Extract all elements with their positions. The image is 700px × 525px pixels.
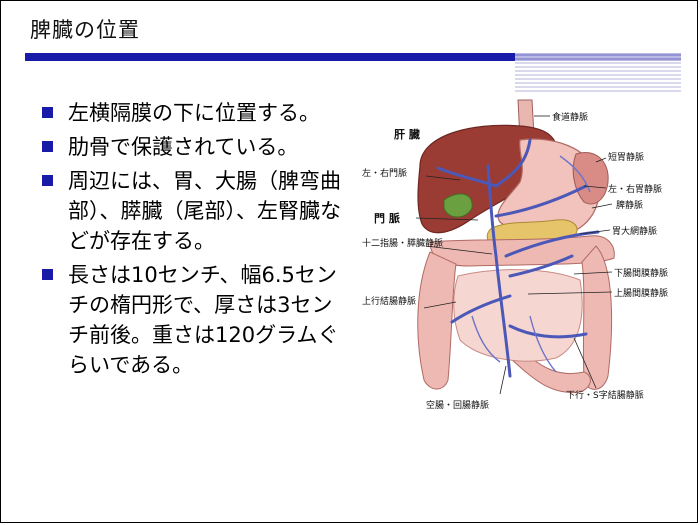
bullet-square-icon — [42, 269, 53, 280]
bullet-square-icon — [42, 107, 53, 118]
label-superior-mesenteric: 上腸間膜静脈 — [614, 287, 668, 299]
label-jejunal-ileal: 空腸・回腸静脈 — [426, 399, 489, 411]
label-left-right-portal: 左・右門脈 — [362, 167, 407, 179]
label-gastroepiploic: 胃大網静脈 — [612, 225, 657, 237]
label-short-gastric-veins: 短胃静脈 — [608, 151, 644, 163]
slide-title: 脾臓の位置 — [30, 18, 140, 42]
label-liver: 肝 臓 — [394, 127, 420, 141]
bullet-item: 左横隔膜の下に位置する。 — [40, 98, 350, 128]
bullet-item: 肋骨で保護されている。 — [40, 132, 350, 162]
bullet-square-icon — [42, 141, 53, 152]
label-inferior-mesenteric: 下腸間膜静脈 — [614, 267, 668, 279]
label-duodenal-pancreatic: 十二指腸・膵臓静脈 — [362, 237, 443, 249]
bullet-list: 左横隔膜の下に位置する。 肋骨で保護されている。 周辺には、胃、大腸（脾弯曲部）… — [40, 98, 350, 384]
label-splenic-vein: 脾静脈 — [616, 199, 643, 211]
label-ascending-colic: 上行結腸静脈 — [362, 295, 416, 307]
bullet-item: 長さは10センチ、幅6.5センチの楕円形で、厚さは3センチ前後。重さは120グラ… — [40, 260, 350, 380]
title-rule-fade — [515, 52, 681, 92]
bullet-square-icon — [42, 175, 53, 186]
label-descending-sigmoid: 下行・S字結腸静脈 — [566, 389, 644, 401]
bullet-item: 周辺には、胃、大腸（脾弯曲部）、膵臓（尾部）、左腎臓などが存在する。 — [40, 166, 350, 256]
label-esophageal-vein: 食道静脈 — [552, 111, 588, 123]
label-left-right-gastric: 左・右胃静脈 — [608, 183, 662, 195]
title-rule — [25, 53, 681, 61]
anatomy-diagram: 肝 臓 食道静脈 短胃静脈 左・右門脈 左・右胃静脈 脾静脈 門 脈 胃大網静脈… — [362, 99, 668, 411]
label-portal-vein: 門 脈 — [374, 211, 400, 225]
